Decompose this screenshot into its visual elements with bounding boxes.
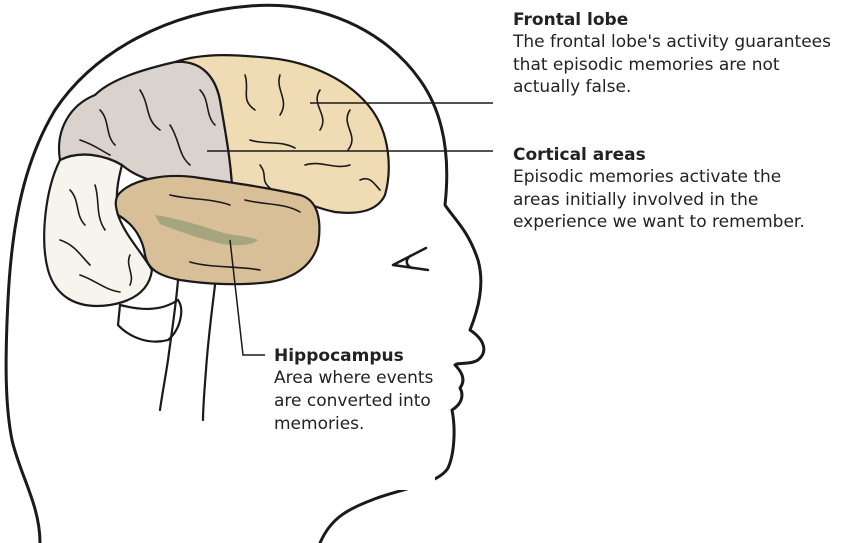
eye — [393, 248, 428, 270]
frontal-lobe-title: Frontal lobe — [513, 9, 839, 31]
hippocampus-description: Area where events are converted into mem… — [274, 367, 434, 436]
cortical-areas-description: Episodic memories activate the areas ini… — [513, 166, 813, 234]
cortical-areas-title: Cortical areas — [513, 144, 813, 166]
brainstem — [160, 280, 215, 420]
cortical-areas-callout: Cortical areas Episodic memories activat… — [513, 144, 813, 234]
hippocampus-title: Hippocampus — [274, 345, 434, 367]
hippocampus-callout: Hippocampus Area where events are conver… — [274, 345, 434, 436]
frontal-lobe-description: The frontal lobe's activity guarantees t… — [513, 31, 839, 99]
frontal-lobe-callout: Frontal lobe The frontal lobe's activity… — [513, 9, 839, 99]
